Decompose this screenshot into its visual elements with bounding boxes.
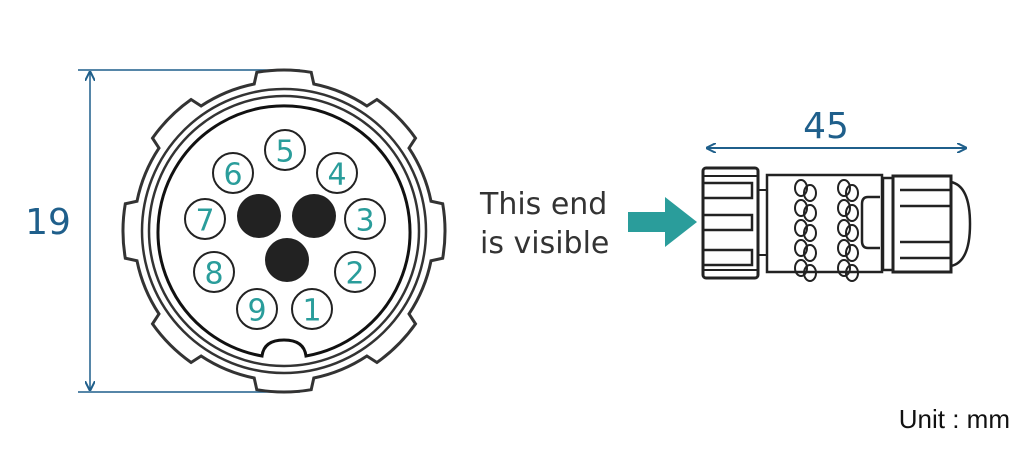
pin-label: 8 bbox=[204, 257, 223, 292]
grip-texture bbox=[845, 224, 859, 242]
inner-insulator bbox=[156, 104, 412, 358]
pin-1 bbox=[291, 288, 333, 330]
height-dimension-label: 19 bbox=[25, 202, 71, 243]
pin-2 bbox=[334, 251, 376, 293]
pin-label: 6 bbox=[223, 158, 242, 193]
grip-texture bbox=[794, 199, 808, 217]
grip-texture bbox=[837, 179, 851, 197]
pin-label: 9 bbox=[247, 294, 266, 329]
pin-label: 7 bbox=[195, 204, 214, 239]
pin-9 bbox=[236, 288, 278, 330]
pin-5 bbox=[264, 129, 306, 171]
length-dimension: 45 bbox=[707, 106, 966, 148]
grip-texture bbox=[837, 199, 851, 217]
grip-texture bbox=[845, 264, 859, 282]
power-contact bbox=[265, 238, 309, 282]
pin-7 bbox=[184, 198, 226, 240]
grip-texture bbox=[803, 264, 817, 282]
connector-face bbox=[121, 68, 447, 394]
grip-texture bbox=[794, 239, 808, 257]
pin-label: 2 bbox=[345, 257, 364, 292]
grip-texture bbox=[794, 219, 808, 237]
grip-texture bbox=[845, 184, 859, 202]
power-contact bbox=[292, 194, 336, 238]
annotation-line-2: is visible bbox=[480, 226, 609, 261]
pin-3 bbox=[344, 198, 386, 240]
grip-texture bbox=[803, 224, 817, 242]
grip-texture bbox=[845, 204, 859, 222]
power-contact bbox=[237, 194, 281, 238]
grip-texture bbox=[837, 239, 851, 257]
grip-texture bbox=[837, 259, 851, 277]
grip-texture bbox=[803, 184, 817, 202]
connector-side-view bbox=[701, 166, 972, 282]
pin-label: 5 bbox=[275, 135, 294, 170]
grip-texture bbox=[837, 219, 851, 237]
pin-6 bbox=[212, 152, 254, 194]
pin-label: 1 bbox=[302, 294, 321, 329]
grip-texture bbox=[794, 259, 808, 277]
height-dimension: 19 bbox=[25, 69, 300, 393]
unit-label: Unit : mm bbox=[899, 404, 1010, 434]
pin-label: 3 bbox=[355, 204, 374, 239]
outer-notched-shell bbox=[121, 68, 447, 394]
grip-texture bbox=[803, 204, 817, 222]
pin-4 bbox=[316, 152, 358, 194]
pin-label: 4 bbox=[327, 158, 346, 193]
grip-texture bbox=[845, 244, 859, 262]
grip-texture bbox=[803, 244, 817, 262]
length-dimension-label: 45 bbox=[803, 106, 849, 147]
arrow-icon bbox=[628, 197, 697, 247]
annotation-line-1: This end bbox=[479, 187, 607, 222]
pin-8 bbox=[193, 251, 235, 293]
grip-texture bbox=[794, 179, 808, 197]
